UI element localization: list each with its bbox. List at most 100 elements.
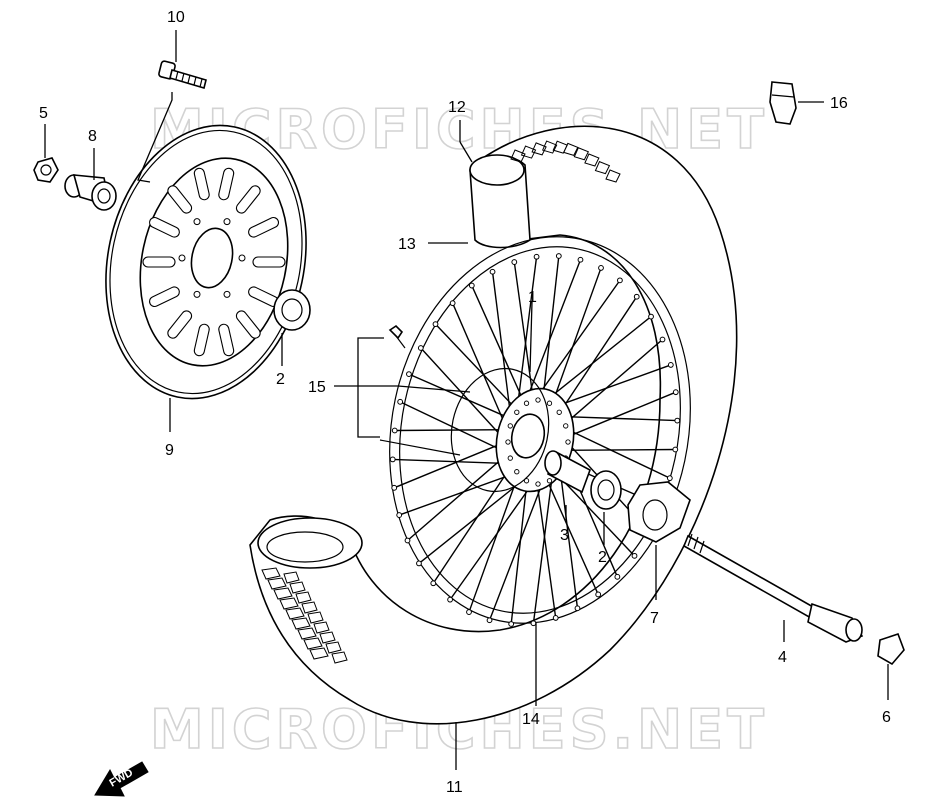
spoke-nipple xyxy=(577,256,584,263)
tread-block xyxy=(520,145,537,159)
callout-10: 10 xyxy=(167,9,185,26)
disc-bolt-hole xyxy=(178,254,186,262)
brake-disc xyxy=(105,124,307,400)
spoke-nipple xyxy=(666,475,673,482)
callout-15: 15 xyxy=(308,379,326,396)
spoke xyxy=(535,479,557,619)
disc-bolt-hole xyxy=(193,218,201,226)
hub-spoke-hole xyxy=(507,423,513,429)
disc-bolt-hole xyxy=(223,290,231,298)
spoke-nipple xyxy=(468,282,475,289)
hub-spoke-hole xyxy=(535,397,541,403)
nut xyxy=(33,157,59,183)
spoke xyxy=(516,256,538,408)
tread-block xyxy=(313,621,330,634)
spoke xyxy=(553,470,636,557)
spacer-tube xyxy=(544,450,591,494)
tread-block xyxy=(552,140,568,154)
spoke xyxy=(491,271,512,417)
callout-8: 8 xyxy=(88,128,97,145)
callout-6: 6 xyxy=(882,709,891,726)
hub-spoke-hole xyxy=(535,481,541,487)
spoke-nipple xyxy=(672,389,679,396)
spoke-nipple xyxy=(486,617,493,624)
spoke-detail xyxy=(379,324,471,456)
spoke xyxy=(510,478,528,625)
callout-3: 3 xyxy=(560,527,569,544)
tread-block xyxy=(301,601,318,614)
spoke xyxy=(543,316,652,403)
spoke-nipple xyxy=(667,362,674,368)
spoke-nipple xyxy=(614,573,621,580)
tread-block xyxy=(510,149,526,163)
spoke xyxy=(408,373,511,419)
tread-block xyxy=(325,641,342,654)
spoke-nipple xyxy=(389,456,396,463)
spoke-nipple xyxy=(404,537,411,544)
spoke xyxy=(393,441,506,489)
disc-slot xyxy=(218,167,235,201)
callout-7: 7 xyxy=(650,610,659,627)
spoke-nipple xyxy=(595,591,602,598)
callout-16: 16 xyxy=(830,95,848,112)
disc-slot xyxy=(193,167,210,201)
spoke-nipple xyxy=(672,446,679,453)
callout-12: 12 xyxy=(448,99,466,116)
spoke xyxy=(407,453,508,542)
spoke-nipple xyxy=(617,277,623,284)
hub-spoke-hole xyxy=(523,478,530,484)
spoke xyxy=(563,426,671,479)
spoke xyxy=(513,261,535,401)
spoke xyxy=(471,285,525,403)
tread-block xyxy=(295,591,312,604)
tread-block xyxy=(594,160,611,175)
spoke xyxy=(550,267,602,407)
spoke xyxy=(434,323,517,410)
spoke xyxy=(563,448,676,451)
spoke xyxy=(525,259,582,403)
tread-block xyxy=(267,577,287,590)
spoke-nipple xyxy=(552,615,559,621)
tread-block xyxy=(303,637,323,650)
spoke-nipple xyxy=(530,620,537,627)
spoke-nipple xyxy=(674,417,681,424)
spoke xyxy=(545,477,599,595)
spoke-nipple xyxy=(659,336,666,343)
hub-spoke-hole xyxy=(523,400,530,406)
tread-block xyxy=(309,647,329,660)
spoke xyxy=(432,464,513,584)
side-collar xyxy=(627,481,691,543)
spoke-nipple xyxy=(391,484,398,491)
disc-bolt-hole xyxy=(193,290,201,298)
spoke-nipple xyxy=(417,345,424,351)
spoke xyxy=(468,473,520,613)
spoke xyxy=(488,477,545,621)
spoke xyxy=(564,391,677,439)
disc-slot xyxy=(252,256,286,268)
callout-5: 5 xyxy=(39,105,48,122)
spoke-nipple xyxy=(533,253,540,260)
tread-block xyxy=(297,627,317,640)
spoke xyxy=(451,302,508,429)
tread-block xyxy=(273,587,293,600)
callout-14: 14 xyxy=(522,711,540,728)
tread-block xyxy=(279,597,299,610)
tread-block xyxy=(307,611,324,624)
hub-spoke-hole xyxy=(507,455,513,461)
disc-slot xyxy=(235,310,261,339)
spoke xyxy=(559,415,678,422)
spoke xyxy=(557,296,638,416)
callout-13: 13 xyxy=(398,236,416,253)
spoke xyxy=(542,255,560,402)
balance-weight xyxy=(769,81,797,125)
spoke-nipple xyxy=(396,512,403,518)
spoke xyxy=(418,477,527,564)
callout-2-right: 2 xyxy=(598,549,607,566)
hub-spoke-hole xyxy=(565,439,571,445)
disc-bolt-hole xyxy=(238,254,246,262)
callout-9: 9 xyxy=(165,442,174,459)
disc-slot xyxy=(235,185,261,214)
spoke xyxy=(392,458,511,465)
tread-block xyxy=(261,567,281,580)
